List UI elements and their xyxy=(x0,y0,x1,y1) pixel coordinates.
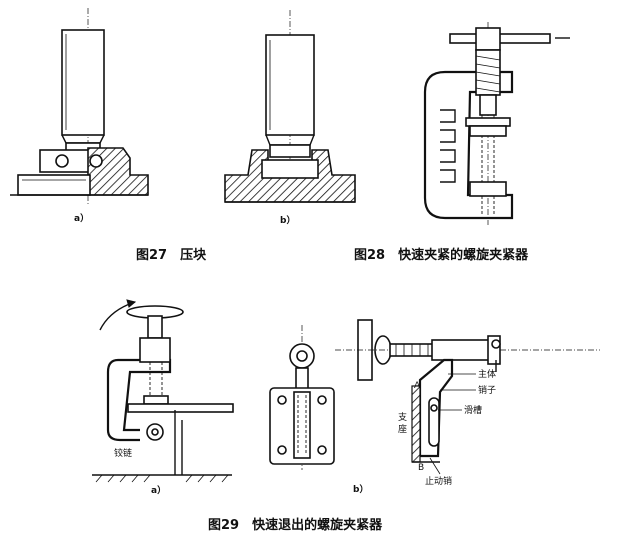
fig27-caption: 图27 压块 xyxy=(136,247,207,263)
point-a-label: A xyxy=(414,381,421,391)
support-label-1: 支 xyxy=(398,411,407,423)
fig29-caption: 图29 快速退出的螺旋夹紧器 xyxy=(208,517,383,533)
fig29b-label: b） xyxy=(353,484,368,495)
fig29b-side-section xyxy=(335,319,600,475)
fig29b-front-view xyxy=(269,325,335,470)
slot-label: 滑槽 xyxy=(464,404,482,416)
main-body-label: 主体 xyxy=(478,368,496,380)
fig27b-pressure-block xyxy=(224,10,356,205)
fig27a-pressure-block xyxy=(10,8,149,205)
fig27b-label: b） xyxy=(280,215,295,226)
fig29a-label: a） xyxy=(151,485,166,496)
fig29a-quick-release-clamp xyxy=(92,299,234,483)
stop-pin-label: 止动销 xyxy=(425,475,452,487)
fig27a-label: a） xyxy=(74,213,89,224)
fig28-caption: 图28 快速夹紧的螺旋夹紧器 xyxy=(354,247,529,263)
point-b-label: B xyxy=(418,463,424,473)
pin-label: 销子 xyxy=(478,384,496,396)
hinge-label: 铰链 xyxy=(114,447,132,459)
support-label-2: 座 xyxy=(398,423,407,435)
fig28-screw-clamp xyxy=(423,22,570,225)
